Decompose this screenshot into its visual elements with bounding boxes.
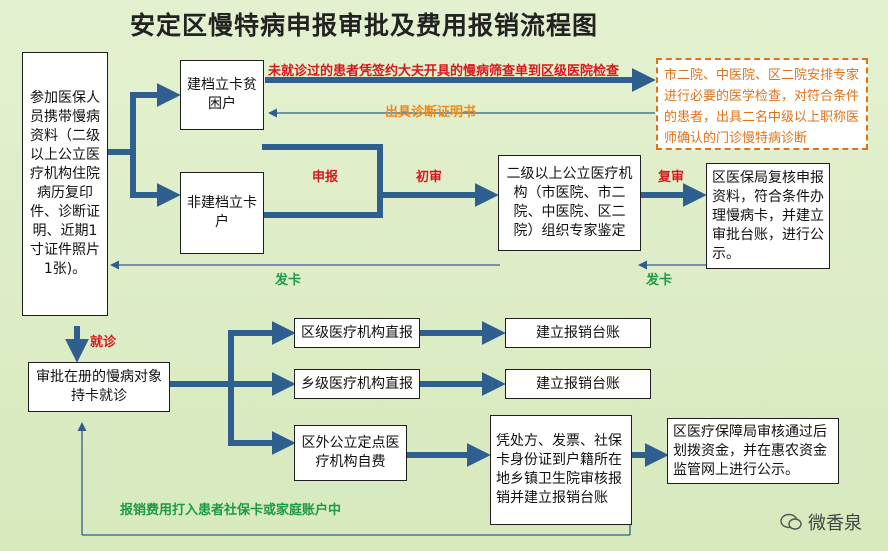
outside-self-pay-box: 区外公立定点医疗机构自费 [294,425,407,481]
treatment-box: 审批在册的慢病对象持卡就诊 [28,362,170,412]
non-poor-household-box: 非建档立卡户 [180,172,264,254]
reimburse-label: 报销费用打入患者社保卡或家庭账户中 [120,503,342,518]
top-exam-label: 未就诊过的患者凭签约大夫开具的慢病筛查单到区级医院检查 [268,64,620,79]
watermark: 微香泉 [780,509,862,535]
bureau-review-box: 区医保局复核申报资料，符合条件办理慢病卡，并建立审批台账，进行公示。 [706,163,830,269]
exam-note-box: 市二院、中医院、区二院安排专家进行必要的医学检查，对符合条件的患者，出具二名中级… [656,58,868,150]
township-review-box: 凭处方、发票、社保卡身份证到户籍所在地乡镇卫生院审核报销并建立报销台账 [490,415,632,525]
issue-card-label-left: 发卡 [275,273,302,288]
wechat-icon [780,513,802,531]
issue-card-label-right: 发卡 [646,273,673,288]
ledger-box-1: 建立报销台账 [505,318,651,348]
declare-label: 申报 [312,170,339,185]
hospital-expert-box: 二级以上公立医疗机构（市医院、市二院、中医院、区二院）组织专家鉴定 [498,155,641,251]
district-direct-box: 区级医疗机构直报 [294,318,420,348]
watermark-text: 微香泉 [808,513,862,534]
page-title: 安定区慢特病申报审批及费用报销流程图 [130,11,599,40]
materials-box: 参加医保人员携带慢病资料（二级以上公立医疗机构住院病历复印件、诊断证明、近期1寸… [22,52,108,316]
visit-label: 就诊 [90,335,117,350]
ledger-box-2: 建立报销台账 [505,369,651,399]
fund-review-box: 区医疗保障局审核通过后划拨资金，并在惠农资金监管网上进行公示。 [667,418,839,484]
diagnosis-cert-label: 出具诊断证明书 [385,105,477,120]
first-review-label: 初审 [416,170,443,185]
poor-household-box: 建档立卡贫困户 [180,60,264,130]
re-review-label: 复审 [658,170,685,185]
township-direct-box: 乡级医疗机构直报 [294,369,420,399]
